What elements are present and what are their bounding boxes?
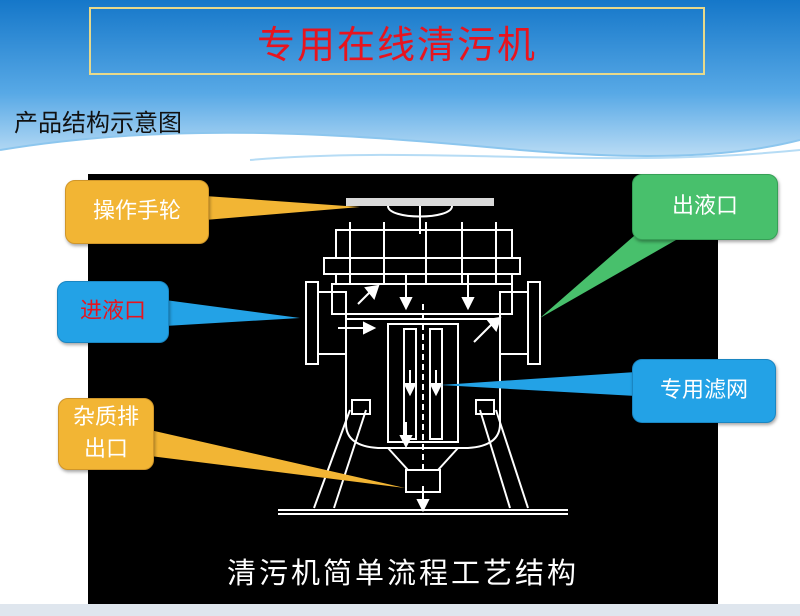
callout-inlet-label: 进液口 bbox=[79, 299, 146, 324]
callout-filter-screen-label: 专用滤网 bbox=[659, 378, 748, 403]
inlet-pointer bbox=[165, 300, 300, 326]
diagram-caption: 清污机简单流程工艺结构 bbox=[226, 556, 579, 590]
callout-outlet: 出液口 bbox=[632, 174, 778, 240]
callout-drain-label-line1: 杂质排 bbox=[72, 405, 139, 430]
filter-machine-drawing bbox=[278, 198, 568, 515]
right-leg bbox=[495, 409, 529, 509]
page-title: 专用在线清污机 bbox=[256, 22, 537, 67]
title-box: 专用在线清污机 bbox=[89, 7, 705, 75]
flow-arrows bbox=[338, 274, 502, 513]
callout-drain-label-line2: 出口 bbox=[83, 437, 128, 462]
left-leg bbox=[313, 409, 351, 509]
handwheel-rim bbox=[346, 198, 494, 206]
outlet-pointer bbox=[540, 222, 676, 318]
handwheel-pointer bbox=[205, 196, 360, 220]
callout-inlet: 进液口 bbox=[57, 281, 169, 343]
drain-pointer bbox=[150, 430, 405, 488]
callout-drain: 杂质排 出口 bbox=[58, 398, 154, 470]
filter-screen-pointer bbox=[440, 372, 636, 396]
callout-outlet-label: 出液口 bbox=[671, 194, 738, 219]
callout-handwheel: 操作手轮 bbox=[65, 180, 209, 244]
diagram-panel: 清污机简单流程工艺结构 bbox=[88, 174, 718, 604]
diagram-subtitle: 产品结构示意图 bbox=[14, 109, 182, 137]
callout-handwheel-label: 操作手轮 bbox=[92, 199, 181, 224]
callout-filter-screen: 专用滤网 bbox=[632, 359, 776, 423]
